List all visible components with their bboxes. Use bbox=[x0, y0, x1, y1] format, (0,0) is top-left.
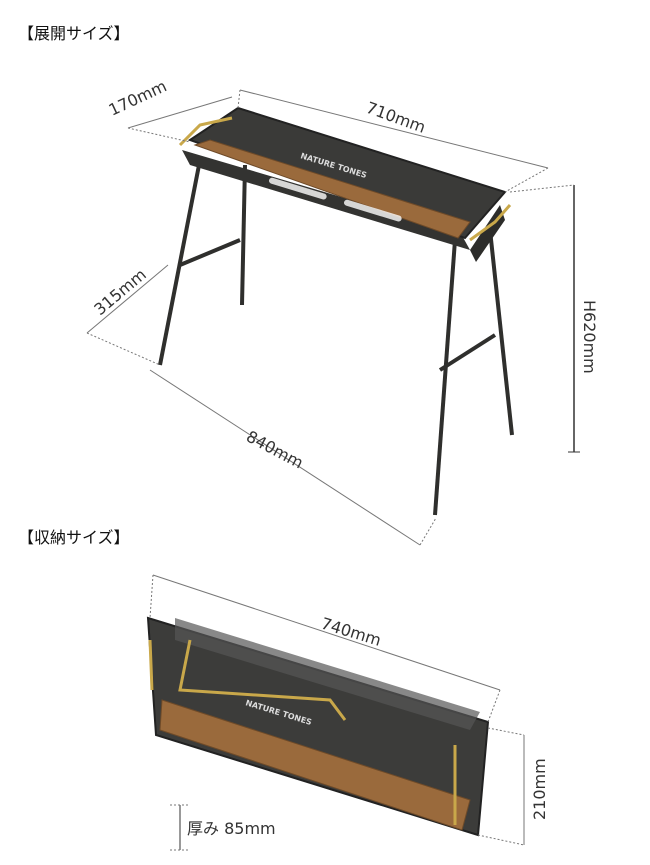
stored-table-illustration: NATURE TONES bbox=[146, 616, 490, 837]
depth-dimension-label: 170mm bbox=[106, 76, 170, 119]
height-dimension-label: H620mm bbox=[580, 300, 599, 374]
thickness-dimension-label: 厚み 85mm bbox=[187, 819, 276, 838]
width-dimension-label: 710mm bbox=[364, 98, 428, 137]
leg-width-dimension-label: 840mm bbox=[243, 427, 306, 473]
leg-depth-dimension-label: 315mm bbox=[90, 265, 149, 319]
stored-dimension-lines bbox=[149, 574, 525, 851]
expanded-size-heading: 【展開サイズ】 bbox=[18, 24, 130, 43]
stored-size-heading: 【収納サイズ】 bbox=[18, 528, 130, 547]
length-dimension-label: 740mm bbox=[319, 614, 384, 650]
expanded-table-illustration: NATURE TONES bbox=[158, 106, 514, 516]
stored-height-dimension-label: 210mm bbox=[530, 758, 549, 820]
expanded-dimension-lines bbox=[86, 89, 580, 546]
